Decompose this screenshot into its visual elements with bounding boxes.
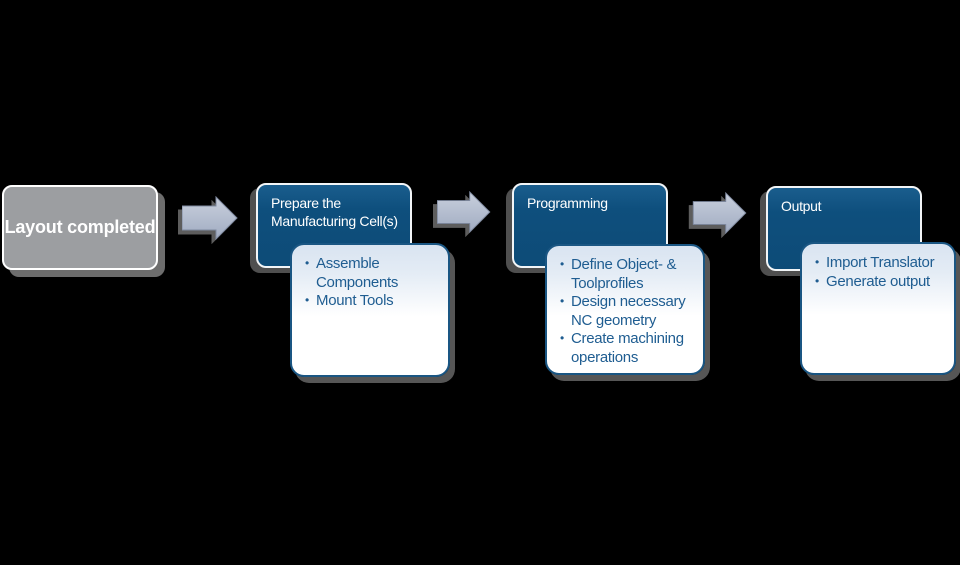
bullet-list: Define Object- & Toolprofiles Design nec…: [560, 256, 697, 368]
step-title: Prepare the Manufacturing Cell(s): [271, 195, 398, 230]
bullet-item: Create machining operations: [560, 330, 697, 367]
step-header-programming: Programming: [512, 183, 668, 268]
start-box: Layout completed: [2, 185, 158, 270]
step-details-prepare: Assemble Components Mount Tools: [290, 243, 450, 377]
step-details-programming: Define Object- & Toolprofiles Design nec…: [545, 244, 705, 375]
bullet-list: Assemble Components Mount Tools: [305, 255, 442, 311]
flow-arrow-icon: [692, 192, 747, 234]
step-details-output: Import Translator Generate output: [800, 242, 956, 375]
start-box-label: Layout completed: [4, 217, 156, 237]
bullet-item: Design necessary NC geometry: [560, 293, 697, 330]
flow-arrow-icon: [182, 196, 238, 240]
step-title: Output: [781, 198, 822, 214]
step-title: Programming: [527, 195, 608, 211]
bullet-item: Generate output: [815, 273, 948, 292]
bullet-list: Import Translator Generate output: [815, 254, 948, 291]
bullet-item: Assemble Components: [305, 255, 442, 292]
bullet-item: Import Translator: [815, 254, 948, 273]
flow-arrow-icon: [437, 191, 491, 233]
bullet-item: Mount Tools: [305, 292, 442, 311]
bullet-item: Define Object- & Toolprofiles: [560, 256, 697, 293]
